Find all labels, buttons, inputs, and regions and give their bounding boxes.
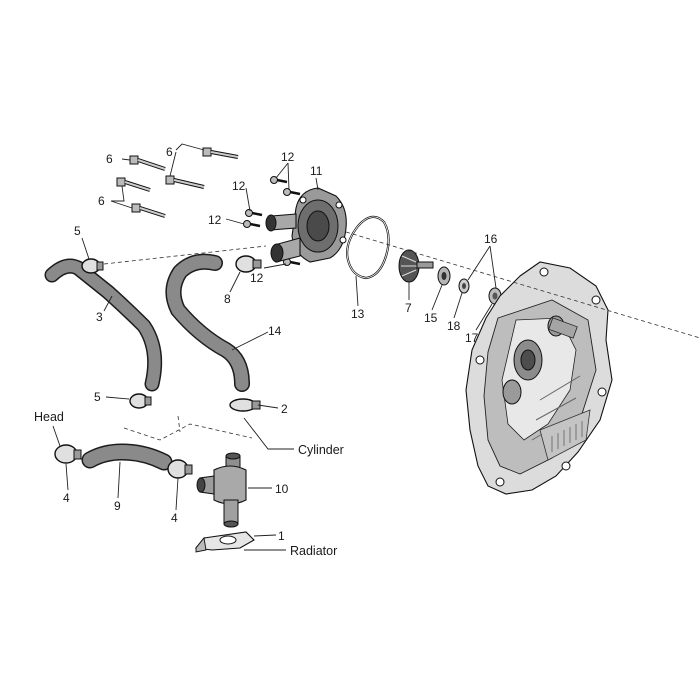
callout-8: 8 bbox=[224, 292, 231, 306]
callout-labels: 6 6 6 12 11 12 12 5 16 12 8 7 13 15 18 1… bbox=[34, 145, 498, 558]
bracket-1 bbox=[194, 531, 255, 553]
callout-6-a: 6 bbox=[106, 152, 113, 166]
label-head: Head bbox=[34, 410, 64, 424]
clamp-4-right bbox=[167, 459, 193, 479]
callout-12-c: 12 bbox=[208, 213, 222, 227]
callout-17: 17 bbox=[465, 331, 479, 345]
callout-6-b: 6 bbox=[166, 145, 173, 159]
callout-12-d: 12 bbox=[250, 271, 264, 285]
label-cylinder: Cylinder bbox=[298, 443, 344, 457]
screw-12-a bbox=[270, 176, 288, 184]
screw-12-c bbox=[245, 209, 263, 217]
center-lines bbox=[103, 231, 700, 441]
callout-4-b: 4 bbox=[171, 511, 178, 525]
callout-18: 18 bbox=[447, 319, 461, 333]
callout-12-a: 12 bbox=[281, 150, 295, 164]
callout-16: 16 bbox=[484, 232, 498, 246]
callout-9: 9 bbox=[114, 499, 121, 513]
clamp-8 bbox=[235, 255, 262, 273]
bolt-6-upper-right bbox=[202, 147, 239, 159]
impeller-7 bbox=[398, 249, 434, 283]
callout-12-b: 12 bbox=[232, 179, 246, 193]
bolt-6-upper-left bbox=[129, 155, 166, 171]
water-pump-cover-11 bbox=[265, 187, 347, 263]
washer-18 bbox=[458, 278, 470, 294]
callout-10: 10 bbox=[275, 482, 289, 496]
screw-12-d bbox=[243, 220, 261, 228]
callout-5-b: 5 bbox=[94, 390, 101, 404]
callout-15: 15 bbox=[424, 311, 438, 325]
label-radiator: Radiator bbox=[290, 544, 337, 558]
bolt-6-lower bbox=[131, 203, 166, 218]
callout-3: 3 bbox=[96, 310, 103, 324]
callout-6-c: 6 bbox=[98, 194, 105, 208]
thermostat-housing-10 bbox=[196, 452, 247, 528]
callout-13: 13 bbox=[351, 307, 365, 321]
callout-2: 2 bbox=[281, 402, 288, 416]
callout-14: 14 bbox=[268, 324, 282, 338]
screw-12-b bbox=[283, 188, 301, 196]
callout-7: 7 bbox=[405, 301, 412, 315]
clamp-5-upper bbox=[81, 258, 104, 274]
leader-lines bbox=[52, 143, 497, 551]
callout-11: 11 bbox=[310, 164, 323, 178]
seal-15 bbox=[437, 266, 451, 286]
hose-3 bbox=[44, 258, 163, 392]
clamp-4-left bbox=[54, 444, 82, 464]
bolt-6-middle-right bbox=[165, 175, 205, 189]
clamp-2 bbox=[229, 398, 261, 412]
engine-case bbox=[465, 261, 613, 495]
callout-1: 1 bbox=[278, 529, 285, 543]
clamp-5-lower bbox=[129, 393, 152, 409]
hose-9 bbox=[81, 443, 173, 471]
hose-14 bbox=[165, 253, 250, 392]
callout-5-a: 5 bbox=[74, 224, 81, 238]
bolt-6-middle-left bbox=[116, 177, 151, 192]
gasket-13 bbox=[346, 215, 390, 280]
callout-4-a: 4 bbox=[63, 491, 70, 505]
